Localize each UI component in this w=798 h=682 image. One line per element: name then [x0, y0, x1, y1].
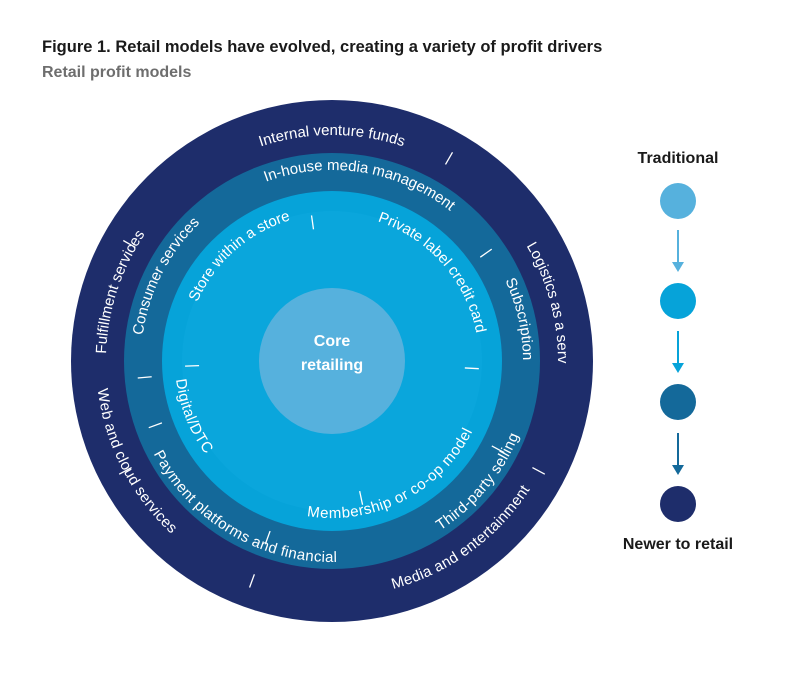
separator-tick-9 — [148, 422, 163, 429]
separator-tick-3 — [118, 466, 132, 475]
separator-tick-10 — [310, 215, 315, 230]
core-label-line1: Core — [314, 333, 351, 350]
separator-tick-5 — [137, 376, 152, 379]
separator-tick-11 — [464, 367, 479, 370]
legend-arrow-1 — [672, 230, 684, 272]
figure-subtitle: Retail profit models — [42, 64, 192, 81]
legend-arrow-2 — [672, 331, 684, 373]
figure-title: Figure 1. Retail models have evolved, cr… — [42, 38, 603, 56]
separator-tick-2 — [532, 466, 546, 475]
separator-tick-8 — [264, 530, 271, 545]
legend-circle-third — [660, 384, 696, 420]
separator-tick-1 — [444, 151, 454, 165]
legend-circle-traditional — [660, 183, 696, 219]
legend-label-newer: Newer to retail — [622, 536, 734, 553]
separator-tick-7 — [491, 445, 505, 454]
core-circle — [259, 288, 405, 434]
separator-tick-0 — [122, 239, 136, 249]
legend-circle-second — [660, 283, 696, 319]
ring-separators — [118, 151, 546, 588]
legend-arrow-3 — [672, 433, 684, 475]
legend-circle-newer — [660, 486, 696, 522]
core-label-line2: retailing — [301, 357, 363, 374]
separator-tick-12 — [359, 490, 364, 505]
legend-label-traditional: Traditional — [637, 150, 719, 167]
separator-tick-6 — [479, 248, 493, 258]
separator-tick-4 — [248, 574, 255, 588]
